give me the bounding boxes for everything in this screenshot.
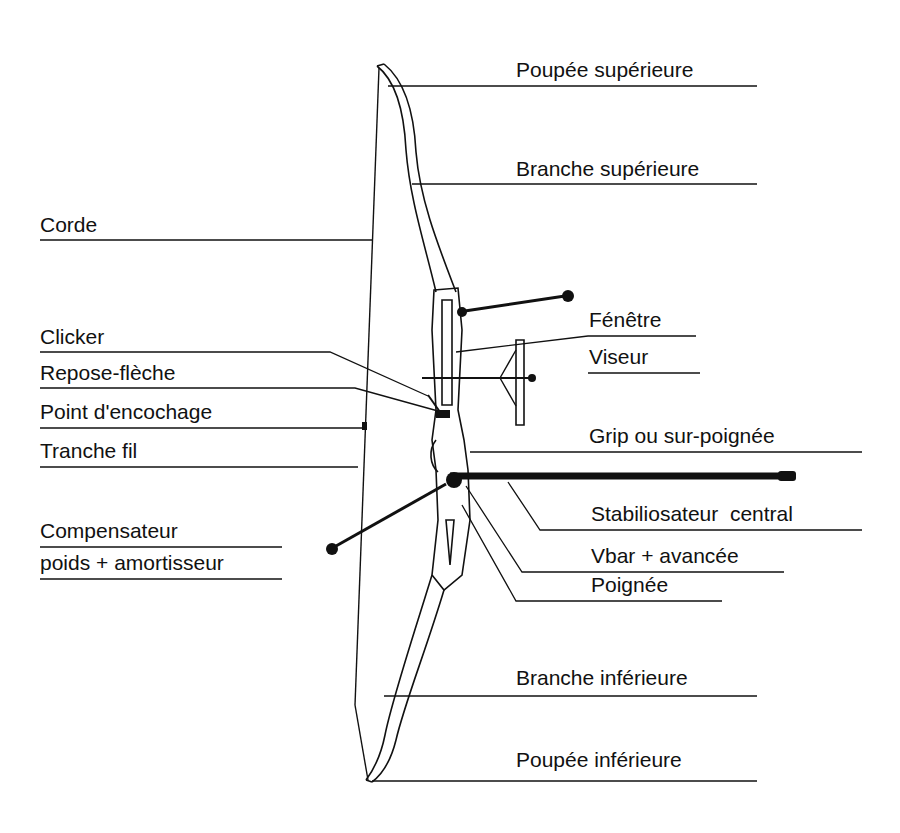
part-label: Compensateur	[40, 519, 178, 543]
sight-arm	[500, 350, 516, 406]
part-label: Poupée inférieure	[516, 748, 682, 772]
part-label: Poignée	[591, 573, 668, 597]
part-label: Fénêtre	[589, 308, 661, 332]
sight-bar	[422, 377, 530, 379]
rod-mount	[457, 307, 467, 317]
bow-outline	[366, 64, 470, 782]
sight-block	[516, 340, 524, 425]
bow-string	[355, 705, 368, 780]
part-label: Repose-flèche	[40, 361, 175, 385]
part-label: Corde	[40, 213, 97, 237]
part-label: poids + amortisseur	[40, 551, 224, 575]
central-stabilizer	[450, 473, 782, 480]
stabilizer-weight	[778, 471, 796, 481]
part-label: Poupée supérieure	[516, 58, 693, 82]
part-label: Branche inférieure	[516, 666, 688, 690]
upper-rod	[458, 296, 565, 312]
leader-lines	[40, 86, 862, 781]
vbar-mount	[446, 472, 462, 488]
part-label: Clicker	[40, 325, 104, 349]
part-label: Vbar + avancée	[591, 544, 739, 568]
arrow-rest	[436, 410, 450, 418]
bow-string	[355, 68, 379, 705]
part-label: Point d'encochage	[40, 400, 212, 424]
rod-weight	[562, 290, 574, 302]
part-label: Grip ou sur-poignée	[589, 424, 775, 448]
sight-pin	[528, 374, 536, 382]
nocking-point	[362, 422, 367, 430]
part-label: Stabiliosateur central	[591, 502, 793, 526]
compensator-weight	[326, 543, 338, 555]
part-label: Tranche fil	[40, 439, 137, 463]
part-label: Viseur	[589, 345, 648, 369]
compensator-rod	[336, 484, 446, 546]
part-label: Branche supérieure	[516, 157, 699, 181]
